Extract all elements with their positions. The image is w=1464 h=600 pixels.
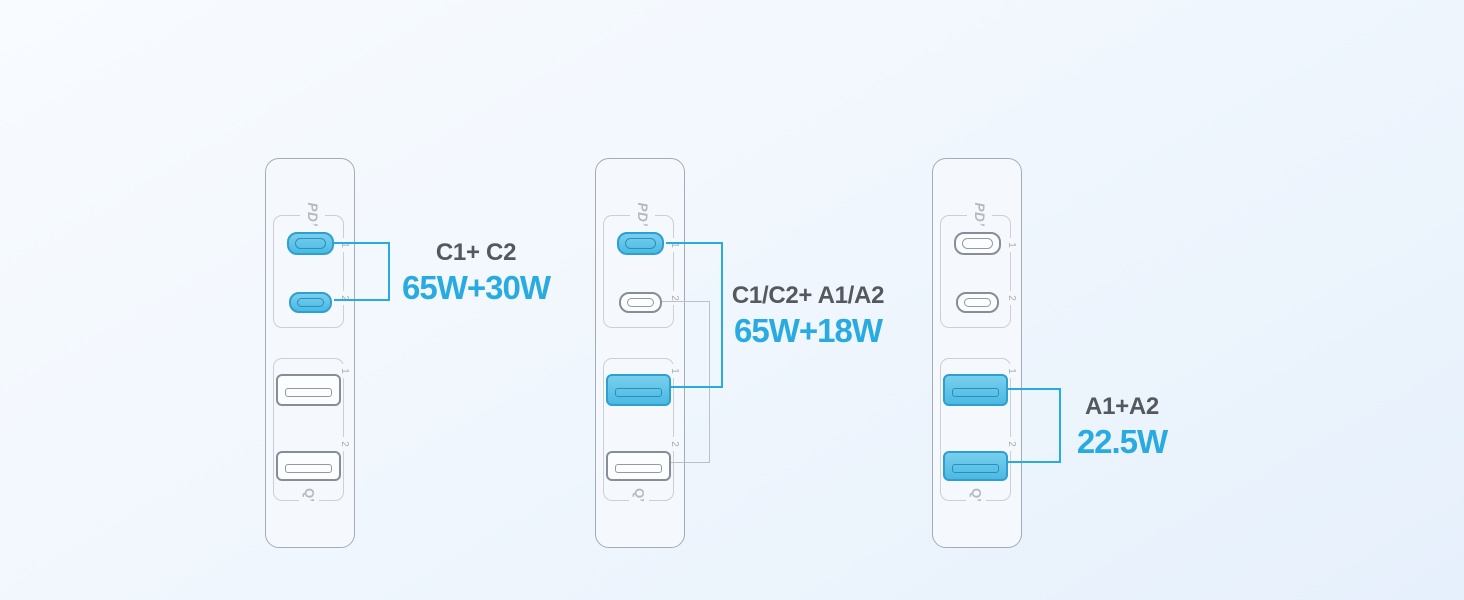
port-pin-outline bbox=[297, 298, 324, 307]
port-tongue-outline bbox=[285, 388, 332, 398]
usb-a-port-2 bbox=[276, 451, 341, 481]
power-callout: C1+ C2 65W+30W bbox=[396, 238, 556, 307]
port-number-label: 2 bbox=[337, 437, 351, 451]
quick-charge-logo: Q’ bbox=[629, 485, 649, 505]
pd-logo: PD’ bbox=[967, 198, 992, 231]
port-number-label: 1 bbox=[1004, 238, 1018, 252]
connector-bracket-blue bbox=[666, 242, 723, 388]
usb-c-port-2 bbox=[956, 292, 999, 313]
port-combo-label: C1/C2+ A1/A2 bbox=[731, 282, 885, 309]
wattage-label: 22.5W bbox=[1076, 423, 1168, 460]
usb-a-port-2 bbox=[606, 451, 671, 481]
charger-faceplate: PD’ Q’ 1 2 1 2 bbox=[265, 158, 355, 548]
port-pin-outline bbox=[295, 238, 326, 249]
port-tongue-outline bbox=[285, 464, 332, 473]
port-pin-outline bbox=[625, 238, 656, 249]
usb-c-port-2 bbox=[289, 292, 332, 313]
port-pin-outline bbox=[964, 298, 991, 307]
pd-logo: PD’ bbox=[300, 198, 325, 231]
usb-c-port-1 bbox=[954, 232, 1001, 255]
usb-a-port-1 bbox=[943, 374, 1008, 406]
charger-panel-1: PD’ Q’ 1 2 1 2 C1+ C2 65W+30W bbox=[265, 158, 551, 548]
connector-bracket-blue bbox=[1006, 388, 1061, 463]
usb-c-port-2 bbox=[619, 292, 662, 313]
port-combo-label: A1+A2 bbox=[1085, 393, 1159, 420]
usb-a-port-1 bbox=[606, 374, 671, 406]
port-number-label: 2 bbox=[1004, 291, 1018, 305]
charger-faceplate: PD’ Q’ 1 2 1 2 bbox=[595, 158, 685, 548]
connector-bracket-blue bbox=[334, 242, 390, 301]
wattage-label: 65W+18W bbox=[734, 312, 883, 349]
power-callout: C1/C2+ A1/A2 65W+18W bbox=[723, 281, 893, 350]
charger-panel-3: PD’ Q’ 1 2 1 2 A1+A2 22.5W bbox=[932, 158, 1168, 548]
usb-c-port-1 bbox=[617, 232, 664, 255]
usb-c-port-1 bbox=[287, 232, 334, 255]
quick-charge-logo: Q’ bbox=[966, 485, 986, 505]
usb-a-port-2 bbox=[943, 451, 1008, 481]
port-tongue-outline bbox=[615, 464, 662, 473]
charger-panel-2: PD’ Q’ 1 2 1 2 C1/C2+ A1/A2 65W+18W bbox=[595, 158, 884, 548]
port-tongue-outline bbox=[952, 388, 999, 398]
power-callout: A1+A2 22.5W bbox=[1042, 392, 1202, 461]
quick-charge-logo: Q’ bbox=[299, 485, 319, 505]
port-combo-label: C1+ C2 bbox=[435, 239, 517, 266]
pd-logo: PD’ bbox=[630, 198, 655, 231]
port-pin-outline bbox=[962, 238, 993, 249]
connector-bracket-grey bbox=[659, 301, 710, 463]
port-tongue-outline bbox=[952, 464, 999, 473]
port-pin-outline bbox=[627, 298, 654, 307]
charger-faceplate: PD’ Q’ 1 2 1 2 bbox=[932, 158, 1022, 548]
port-tongue-outline bbox=[615, 388, 662, 398]
usb-a-port-1 bbox=[276, 374, 341, 406]
wattage-label: 65W+30W bbox=[402, 269, 551, 306]
